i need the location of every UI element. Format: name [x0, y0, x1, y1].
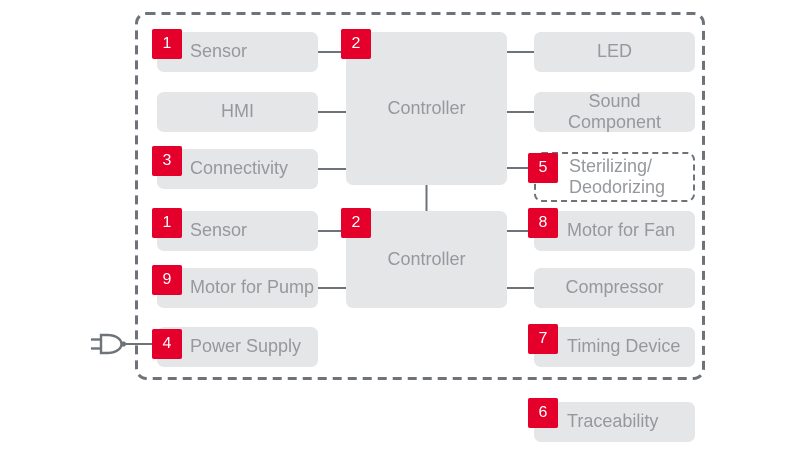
- box-motor-for-fan: Motor for Fan: [534, 211, 695, 251]
- box-power-supply: Power Supply: [157, 327, 318, 367]
- badge-traceability: 6: [528, 398, 558, 428]
- outer-dashed-border: [135, 12, 705, 380]
- box-controller-top-label: Controller: [387, 97, 466, 118]
- box-compressor-label: Compressor: [565, 277, 664, 298]
- box-timing-device: Timing Device: [534, 327, 695, 367]
- box-connectivity-label: Connectivity: [190, 158, 289, 179]
- badge-motor-for-pump: 9: [152, 265, 182, 295]
- box-controller-bottom: Controller: [346, 211, 507, 308]
- box-controller-bottom-label: Controller: [387, 248, 466, 269]
- box-motor-for-pump: Motor for Pump: [157, 268, 318, 308]
- badge-sensor-bottom: 1: [152, 208, 182, 238]
- box-compressor: Compressor: [534, 268, 695, 308]
- box-power-supply-label: Power Supply: [190, 336, 302, 357]
- badge-connectivity: 3: [152, 146, 182, 176]
- box-sound-component-label: Sound Component: [567, 90, 662, 132]
- box-sensor-bottom-label: Sensor: [190, 220, 248, 241]
- box-sensor-bottom: Sensor: [157, 211, 318, 251]
- box-motor-for-fan-label: Motor for Fan: [567, 220, 676, 241]
- box-sterilizing-deodorizing: Sterilizing/ Deodorizing: [534, 152, 695, 202]
- box-controller-top: Controller: [346, 32, 507, 185]
- box-hmi: HMI: [157, 92, 318, 132]
- box-timing-device-label: Timing Device: [567, 336, 681, 357]
- power-plug-icon: [91, 333, 127, 355]
- badge-sterilizing-deodorizing: 5: [528, 153, 558, 183]
- badge-motor-for-fan: 8: [528, 208, 558, 238]
- box-traceability: Traceability: [534, 402, 695, 442]
- box-connectivity: Connectivity: [157, 149, 318, 189]
- box-traceability-label: Traceability: [567, 411, 659, 432]
- box-led-label: LED: [596, 41, 632, 62]
- badge-controller-top: 2: [341, 29, 371, 59]
- box-hmi-label: HMI: [221, 101, 254, 122]
- badge-power-supply: 4: [152, 329, 182, 359]
- box-led: LED: [534, 32, 695, 72]
- box-sensor-top: Sensor: [157, 32, 318, 72]
- badge-sensor-top: 1: [152, 29, 182, 59]
- badge-controller-bottom: 2: [341, 208, 371, 238]
- badge-timing-device: 7: [528, 324, 558, 354]
- box-motor-for-pump-label: Motor for Pump: [190, 277, 315, 298]
- box-sterilizing-deodorizing-label: Sterilizing/ Deodorizing: [569, 155, 666, 197]
- box-sensor-top-label: Sensor: [190, 41, 248, 62]
- box-sound-component: Sound Component: [534, 90, 695, 132]
